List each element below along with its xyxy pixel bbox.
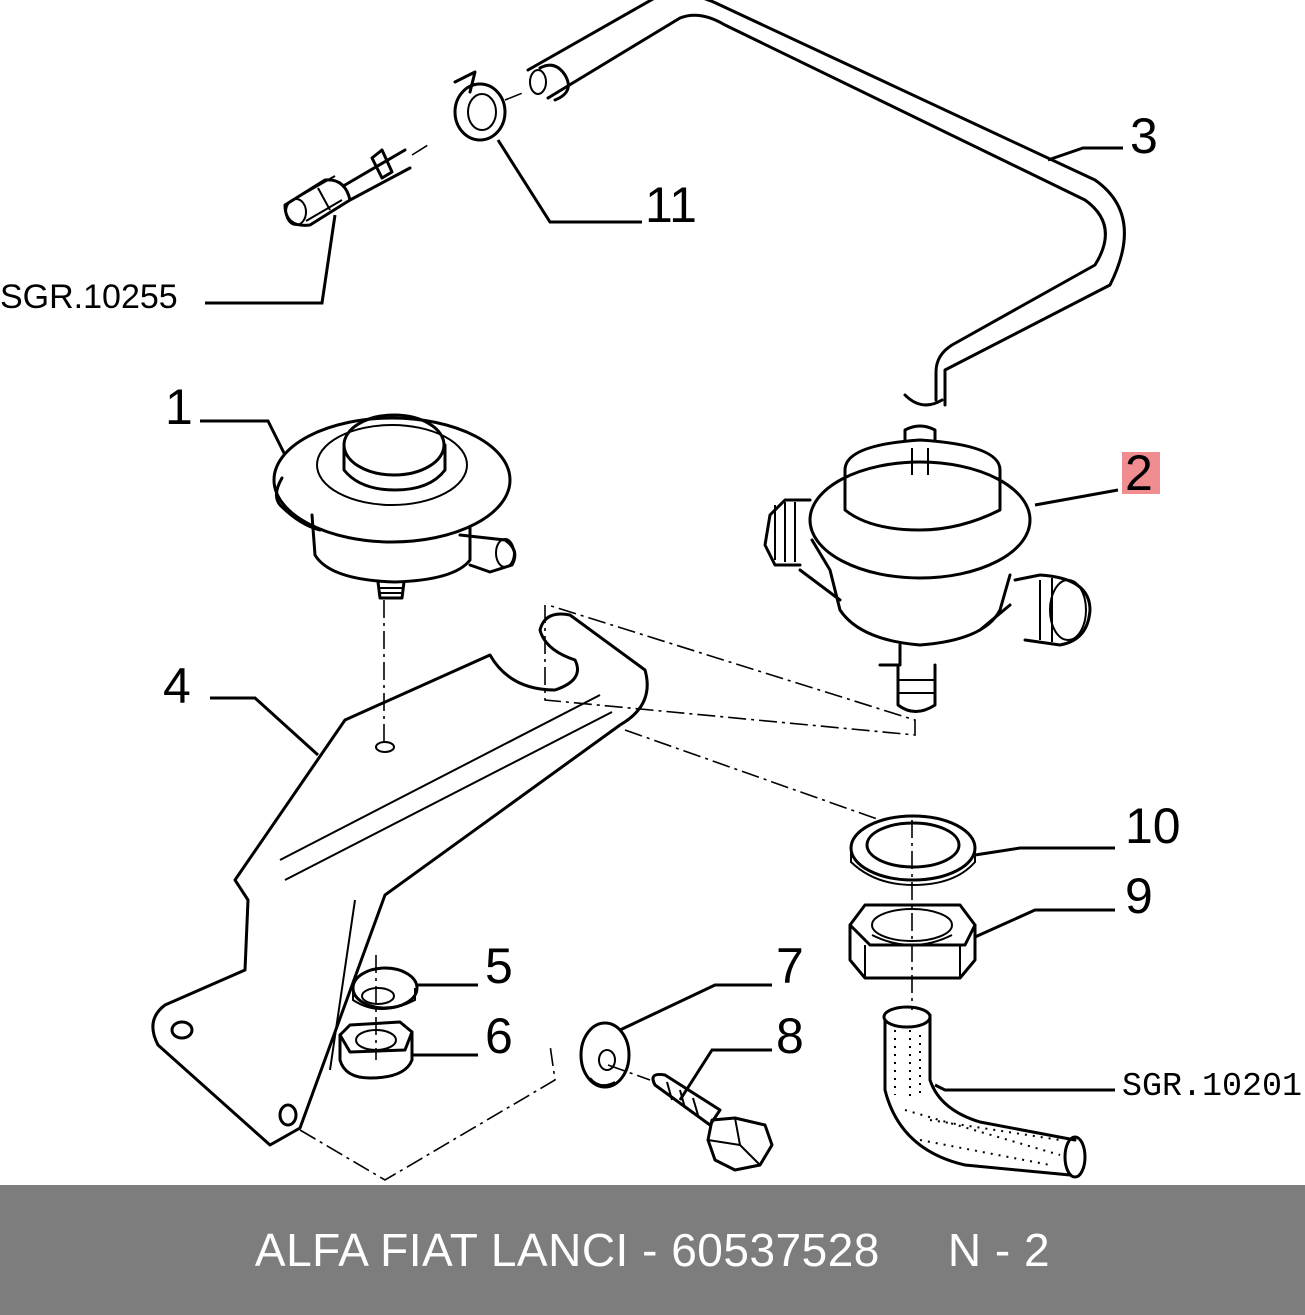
footer-part-line: ALFA FIAT LANCI - 60537528 bbox=[254, 1224, 880, 1276]
part-1-valve[interactable] bbox=[272, 413, 517, 600]
footer-position: N - 2 bbox=[947, 1224, 1051, 1276]
callout-sgr-10255: SGR.10255 bbox=[0, 278, 178, 316]
part-6-nut[interactable] bbox=[338, 1020, 414, 1080]
callout-9: 9 bbox=[1125, 868, 1153, 924]
callout-6: 6 bbox=[485, 1008, 513, 1064]
leader-lines bbox=[200, 139, 1123, 1101]
callout-10: 10 bbox=[1125, 798, 1181, 854]
callout-5: 5 bbox=[485, 938, 513, 994]
callout-3: 3 bbox=[1130, 108, 1158, 164]
part-4-bracket[interactable] bbox=[151, 612, 649, 1147]
callout-sgr-10201: SGR.10201 bbox=[1122, 1068, 1302, 1105]
callout-8: 8 bbox=[776, 1008, 804, 1064]
fitting-sgr-10255[interactable] bbox=[283, 144, 429, 227]
footer-bar: ALFA FIAT LANCI - 60537528 N - 2 bbox=[0, 1185, 1305, 1315]
part-2-valve[interactable] bbox=[763, 424, 1092, 713]
callout-7: 7 bbox=[776, 938, 804, 994]
callout-4: 4 bbox=[163, 658, 191, 714]
part-8-bolt[interactable] bbox=[651, 1073, 774, 1172]
callout-1: 1 bbox=[165, 379, 193, 435]
hose-sgr-10201[interactable] bbox=[882, 1005, 1087, 1179]
callout-2-highlight bbox=[1122, 452, 1160, 494]
part-10-washer[interactable] bbox=[849, 814, 977, 887]
parts-diagram: 1 2 3 4 5 6 7 8 9 10 11 SGR.10255 SGR.10… bbox=[0, 0, 1302, 1181]
callout-2: 2 bbox=[1125, 445, 1153, 501]
part-9-nut[interactable] bbox=[848, 903, 977, 980]
callout-11: 11 bbox=[645, 177, 697, 233]
part-5-washer[interactable] bbox=[351, 966, 419, 1010]
part-7-washer[interactable] bbox=[579, 1021, 631, 1089]
part-3-hose[interactable] bbox=[526, 0, 1126, 407]
part-11-clamp[interactable] bbox=[453, 70, 526, 142]
